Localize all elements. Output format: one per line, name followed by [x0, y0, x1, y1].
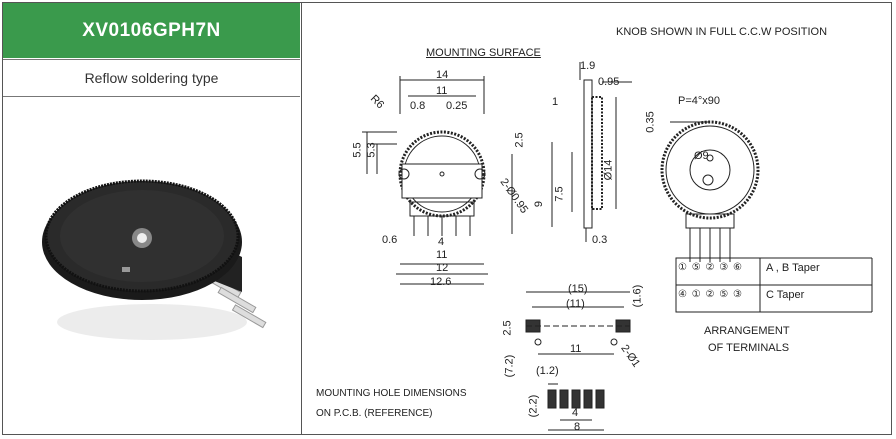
mounting-hole-label-2: ON P.C.B. (REFERENCE) [316, 408, 433, 419]
dim-r6: R6 [367, 92, 387, 112]
row2-circles: ④ ① ② ⑤ ③ [678, 289, 743, 300]
dim-0-3: 0.3 [592, 234, 608, 246]
arrangement-label-1: ARRANGEMENT [704, 325, 790, 337]
dim-0-25: 0.25 [446, 100, 468, 112]
dim-14: 14 [436, 69, 449, 81]
top-view [660, 120, 760, 262]
product-type: Reflow soldering type [3, 59, 300, 97]
row1-circles: ① ⑤ ② ③ ⑥ [678, 262, 743, 273]
front-view [362, 76, 513, 285]
dim-4: 4 [438, 236, 445, 248]
arrangement-label-2: OF TERMINALS [708, 342, 790, 354]
dim-4p: 4 [572, 407, 579, 419]
dim-2d1: 2-Ø1 [618, 342, 643, 370]
row2-label: C Taper [766, 289, 805, 301]
dim-2-5p: 2.5 [501, 320, 514, 336]
row1-label: A , B Taper [766, 262, 820, 274]
dim-1-9: 1.9 [580, 60, 596, 72]
dim-1: 1 [552, 96, 559, 108]
dim-7-5: 7.5 [553, 186, 566, 202]
dim-15: (15) [568, 283, 588, 295]
side-view [551, 62, 632, 242]
dim-0-35: 0.35 [644, 111, 657, 133]
sheet-frame [2, 2, 892, 435]
product-photo [42, 179, 267, 340]
dim-2-2: (2.2) [527, 394, 540, 418]
product-panel: XV0106GPH7N Reflow soldering type [2, 2, 302, 435]
model-title: XV0106GPH7N [3, 3, 300, 58]
dim-d14: Ø14 [602, 159, 615, 181]
dim-d9: Ø9 [694, 150, 709, 162]
dim-11p: (11) [566, 298, 585, 310]
mounting-surface-label: MOUNTING SURFACE [426, 47, 541, 59]
dim-12: 12 [436, 262, 449, 274]
terminal-table [675, 257, 873, 313]
dim-5-3: 5.3 [365, 142, 378, 158]
drawing-area [362, 62, 873, 431]
dim-0-95: 0.95 [598, 76, 620, 88]
dim-1-2: (1.2) [536, 365, 559, 377]
dim-11: 11 [436, 85, 448, 97]
dim-12-6: 12.6 [430, 276, 452, 288]
dim-holes: 2-Ø0.95 [497, 176, 531, 216]
pcb-hole-drawing [525, 291, 631, 431]
dim-0-8: 0.8 [410, 100, 426, 112]
dim-7-2: (7.2) [503, 354, 516, 378]
mounting-hole-label-1: MOUNTING HOLE DIMENSIONS [316, 388, 467, 399]
dim-11b: 11 [436, 249, 448, 261]
dim-8: 8 [574, 421, 581, 433]
dim-11q: 11 [570, 343, 582, 355]
dim-pitch: P=4°x90 [678, 95, 721, 107]
dim-5-5: 5.5 [351, 142, 364, 158]
dim-2-5: 2.5 [513, 132, 526, 148]
dim-0-6: 0.6 [382, 234, 398, 246]
dim-9: 9 [533, 200, 546, 208]
dim-1-6: (1.6) [631, 284, 644, 308]
knob-position-note: KNOB SHOWN IN FULL C.C.W POSITION [616, 26, 828, 38]
